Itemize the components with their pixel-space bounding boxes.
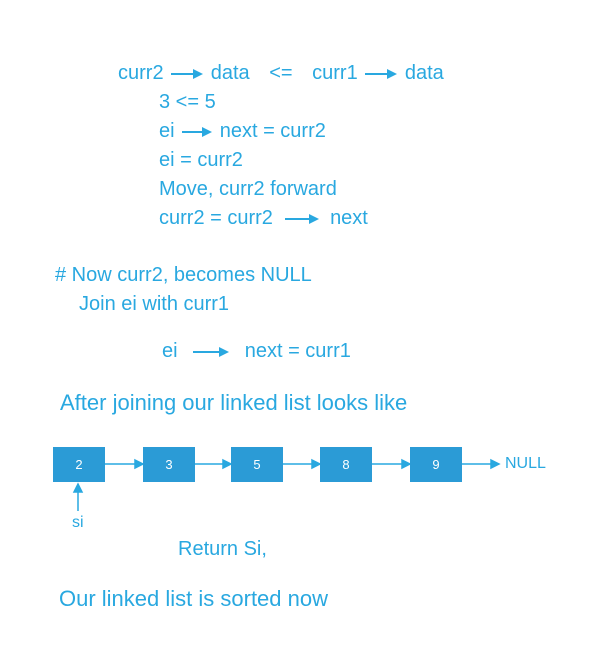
values-line: 3 <= 5 (159, 91, 216, 113)
join-line: ei next = curr1 (162, 341, 351, 361)
section-heading: After joining our linked list looks like (60, 390, 408, 415)
ei-label: ei (162, 340, 178, 362)
list-node-4: 8 (320, 447, 372, 482)
curr2-label: curr2 (118, 62, 164, 84)
note-line-2: Join ei with curr1 (79, 293, 230, 315)
list-node-3: 5 (231, 447, 283, 482)
data-field-label: data (210, 62, 250, 84)
next-assign-label: next = curr1 (244, 340, 351, 362)
null-label: NULL (505, 455, 546, 472)
curr1-label: curr1 (312, 62, 358, 84)
arrow-icon (171, 68, 204, 79)
curr2-assign-label: curr2 = curr2 (159, 207, 273, 229)
arrow-icon (182, 126, 213, 137)
arrow-icon (284, 213, 319, 224)
advance-line: curr2 = curr2 next (159, 208, 368, 228)
footer-text: Our linked list is sorted now (59, 586, 328, 611)
arrow-icon (193, 346, 230, 357)
note-line-1: # Now curr2, becomes NULL (55, 264, 312, 286)
list-node-5: 9 (410, 447, 462, 482)
move-line: Move, curr2 forward (159, 178, 337, 200)
si-pointer-label: si (72, 514, 84, 531)
ei-next-line: ei next = curr2 (159, 121, 326, 141)
data-field-label: data (404, 62, 444, 84)
list-node-1: 2 (53, 447, 105, 482)
arrow-icon (365, 68, 398, 79)
return-text: Return Si, (178, 538, 267, 560)
next-label: next (330, 207, 368, 229)
list-node-2: 3 (143, 447, 195, 482)
ei-assign-line: ei = curr2 (159, 149, 243, 171)
condition-line: curr2 data <= curr1 data (118, 63, 444, 83)
compare-operator: <= (269, 62, 293, 84)
ei-label: ei (159, 120, 175, 142)
next-assign-label: next = curr2 (219, 120, 326, 142)
